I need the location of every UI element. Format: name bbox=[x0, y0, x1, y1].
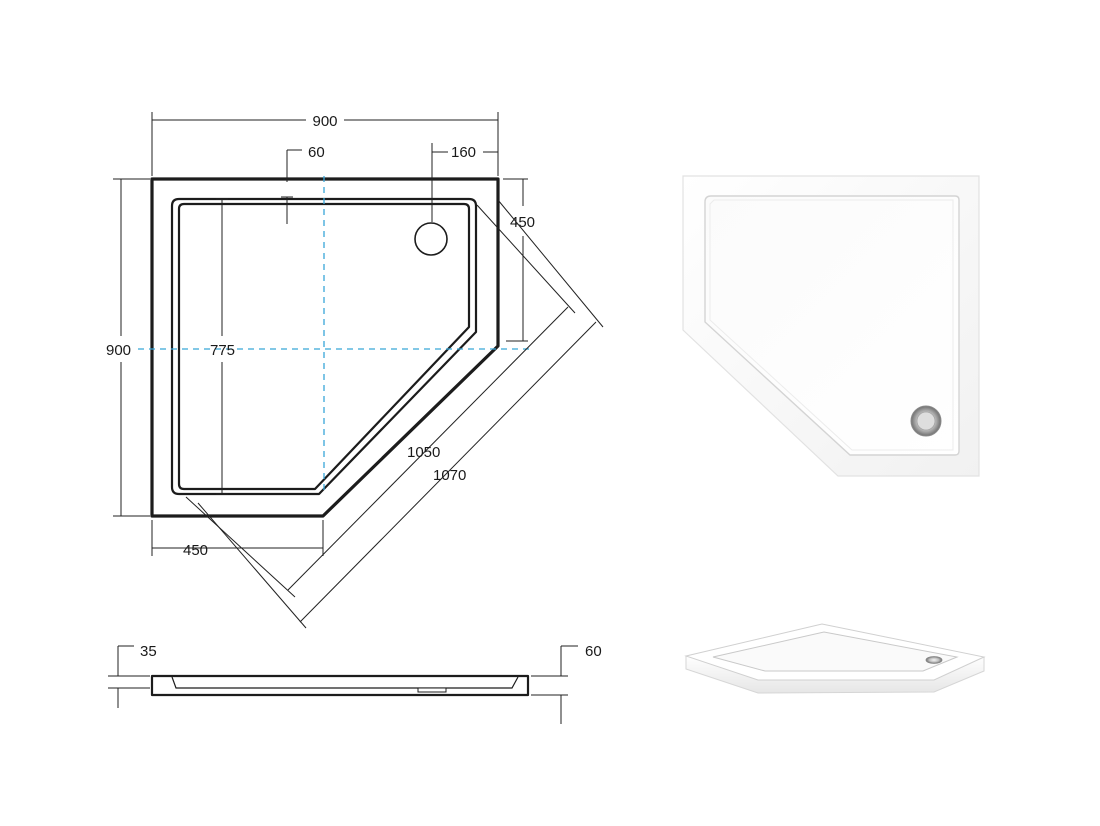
tray-outer-outline bbox=[150, 177, 500, 518]
render-top-drain-center-icon bbox=[916, 411, 936, 431]
dimension-straight-side: 450 bbox=[151, 520, 324, 559]
dimension-inner-depth: 775 bbox=[210, 198, 235, 495]
dimension-overall-depth: 900 bbox=[106, 178, 150, 517]
dimension-drain-from-edge: 450 bbox=[503, 178, 535, 342]
dimension-overall-width: 900 bbox=[151, 112, 499, 176]
label-straight-side: 450 bbox=[183, 542, 208, 559]
dimension-total-height: 60 bbox=[531, 643, 602, 724]
dimension-diagonal-outer: 1070 bbox=[197, 199, 604, 629]
side-view-drawing: 35 60 bbox=[108, 643, 602, 724]
label-tray-height: 35 bbox=[140, 643, 157, 660]
render-top-basin bbox=[704, 195, 960, 456]
label-inner-depth: 775 bbox=[210, 342, 235, 359]
side-basin-line bbox=[171, 676, 519, 689]
label-diagonal-inner: 1050 bbox=[407, 444, 440, 461]
dimension-tray-height: 35 bbox=[108, 643, 157, 708]
label-total-height: 60 bbox=[585, 643, 602, 660]
label-diagonal-outer: 1070 bbox=[433, 467, 466, 484]
label-drain-from-edge: 450 bbox=[510, 214, 535, 231]
label-overall-depth: 900 bbox=[106, 342, 131, 359]
dimension-rim-width: 60 bbox=[281, 144, 325, 224]
drain-circle-icon bbox=[414, 222, 448, 256]
product-render-perspective bbox=[684, 623, 986, 694]
render-perspective-basin bbox=[712, 631, 959, 672]
side-profile-outline bbox=[150, 674, 530, 697]
product-render-top bbox=[682, 175, 980, 477]
label-rim-width: 60 bbox=[308, 144, 325, 161]
label-drain-offset: 160 bbox=[451, 144, 476, 161]
dimension-diagonal-inner: 1050 bbox=[185, 204, 576, 598]
tray-basin-outline bbox=[177, 202, 471, 491]
render-perspective-drain-icon bbox=[925, 656, 943, 664]
dimension-drain-offset: 160 bbox=[431, 143, 498, 222]
side-drain-notch bbox=[417, 687, 447, 693]
render-top-basin-inner-edge bbox=[709, 199, 954, 451]
tray-rim-outline bbox=[170, 197, 478, 496]
top-view-drawing: 900 60 160 450 bbox=[106, 112, 604, 629]
label-overall-width: 900 bbox=[312, 113, 337, 130]
